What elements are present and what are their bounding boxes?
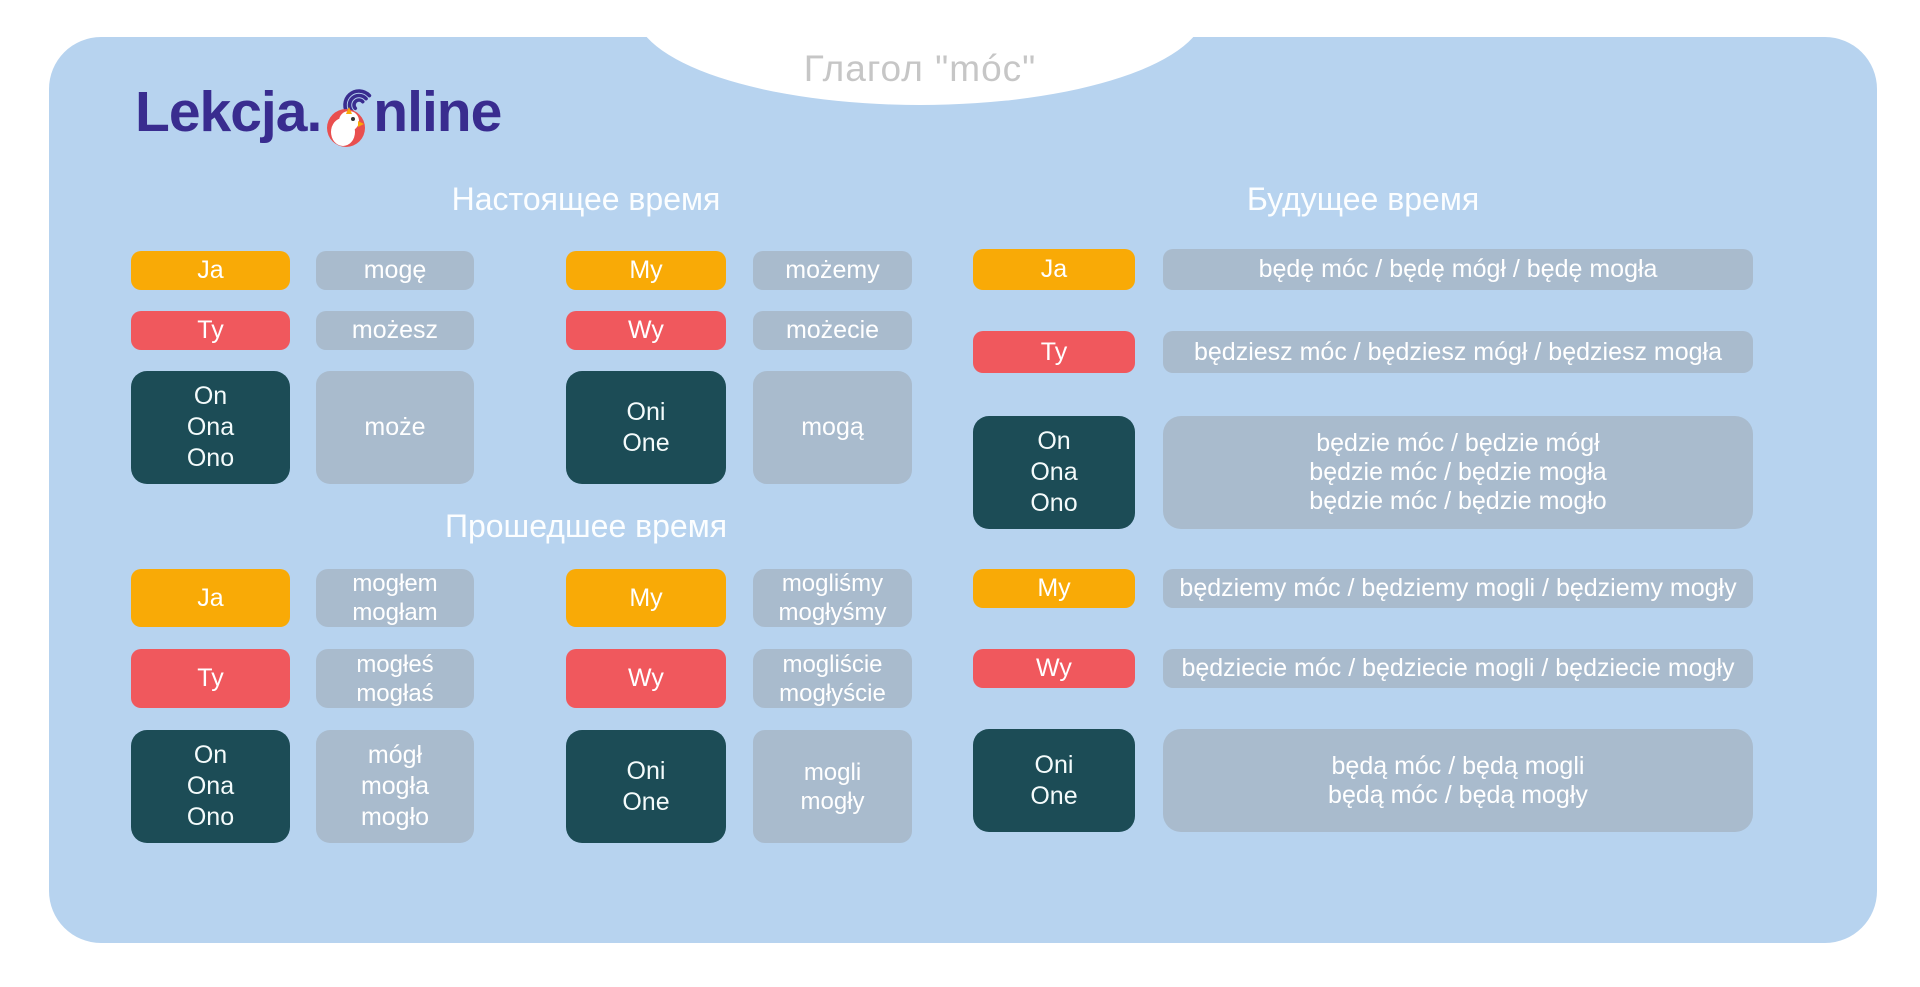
form-chip-bedziemy-moc: będziemy móc / będziemy mogli / będziemy… <box>1163 569 1753 608</box>
future-row-ja: Ja będę móc / będę mógł / będę mogła <box>973 249 1753 290</box>
present-right-grid: My możemy Wy możecie Oni One mogą <box>566 251 912 484</box>
form-chip-bedzie-moc: będzie móc / będzie mógł będzie móc / bę… <box>1163 416 1753 529</box>
pronoun-chip-ty: Ty <box>131 311 290 350</box>
form-chip-mozemy: możemy <box>753 251 912 290</box>
form-chip-bede-moc: będę móc / będę mógł / będę mogła <box>1163 249 1753 290</box>
pronoun-chip-oni-one: Oni One <box>566 730 726 843</box>
pronoun-chip-on-ona-ono: On Ona Ono <box>973 416 1135 529</box>
form-chip-moglem-moglam: mogłem mogłam <box>316 569 474 627</box>
pronoun-chip-ja: Ja <box>131 569 290 627</box>
future-row-my: My będziemy móc / będziemy mogli / będzi… <box>973 569 1753 608</box>
form-chip-moglismy-moglysmy: mogliśmy mogłyśmy <box>753 569 912 627</box>
form-chip-mozesz: możesz <box>316 311 474 350</box>
form-chip-mogliscie-moglyscie: mogliście mogłyście <box>753 649 912 708</box>
form-chip-beda-moc: będą móc / będą mogli będą móc / będą mo… <box>1163 729 1753 832</box>
form-chip-mozecie: możecie <box>753 311 912 350</box>
pronoun-chip-wy: Wy <box>566 311 726 350</box>
form-chip-moze: może <box>316 371 474 484</box>
pronoun-chip-my: My <box>566 251 726 290</box>
pronoun-chip-my: My <box>566 569 726 627</box>
future-row-ty: Ty będziesz móc / będziesz mógł / będzie… <box>973 331 1753 373</box>
future-row-on-ona-ono: On Ona Ono będzie móc / będzie mógł będz… <box>973 416 1753 529</box>
form-chip-mogles-moglas: mogłeś mogłaś <box>316 649 474 708</box>
form-chip-mogl-mogla-moglo: mógł mogła mogło <box>316 730 474 843</box>
present-left-grid: Ja mogę Ty możesz On Ona Ono może <box>131 251 474 484</box>
pronoun-chip-ja: Ja <box>973 249 1135 290</box>
future-row-oni-one: Oni One będą móc / będą mogli będą móc /… <box>973 729 1753 832</box>
future-tense-heading: Будущее время <box>1246 181 1480 217</box>
future-row-wy: Wy będziecie móc / będziecie mogli / będ… <box>973 649 1753 688</box>
past-left-grid: Ja mogłem mogłam Ty mogłeś mogłaś On Ona… <box>131 569 474 843</box>
pronoun-chip-wy: Wy <box>566 649 726 708</box>
pronoun-chip-on-ona-ono: On Ona Ono <box>131 371 290 484</box>
pronoun-chip-oni-one: Oni One <box>973 729 1135 832</box>
pronoun-chip-my: My <box>973 569 1135 608</box>
logo-text-prefix: Lekcja. <box>135 80 322 144</box>
form-chip-mogli-mogly: mogli mogły <box>753 730 912 843</box>
form-chip-bedziesz-moc: będziesz móc / będziesz mógł / będziesz … <box>1163 331 1753 373</box>
logo-text-suffix: nline <box>373 80 502 144</box>
past-tense-heading: Прошедшее время <box>444 508 728 544</box>
pronoun-chip-ja: Ja <box>131 251 290 290</box>
present-tense-heading: Настоящее время <box>451 181 721 217</box>
logo: Lekcja. nline <box>135 80 502 147</box>
pronoun-chip-oni-one: Oni One <box>566 371 726 484</box>
form-chip-moge: mogę <box>316 251 474 290</box>
page-title: Глагол "móc" <box>803 48 1037 89</box>
form-chip-bedziecie-moc: będziecie móc / będziecie mogli / będzie… <box>1163 649 1753 688</box>
pronoun-chip-ty: Ty <box>131 649 290 708</box>
form-chip-moga: mogą <box>753 371 912 484</box>
bird-clock-icon <box>327 89 372 147</box>
pronoun-chip-wy: Wy <box>973 649 1135 688</box>
pronoun-chip-on-ona-ono: On Ona Ono <box>131 730 290 843</box>
past-right-grid: My mogliśmy mogłyśmy Wy mogliście mogłyś… <box>566 569 912 843</box>
pronoun-chip-ty: Ty <box>973 331 1135 373</box>
